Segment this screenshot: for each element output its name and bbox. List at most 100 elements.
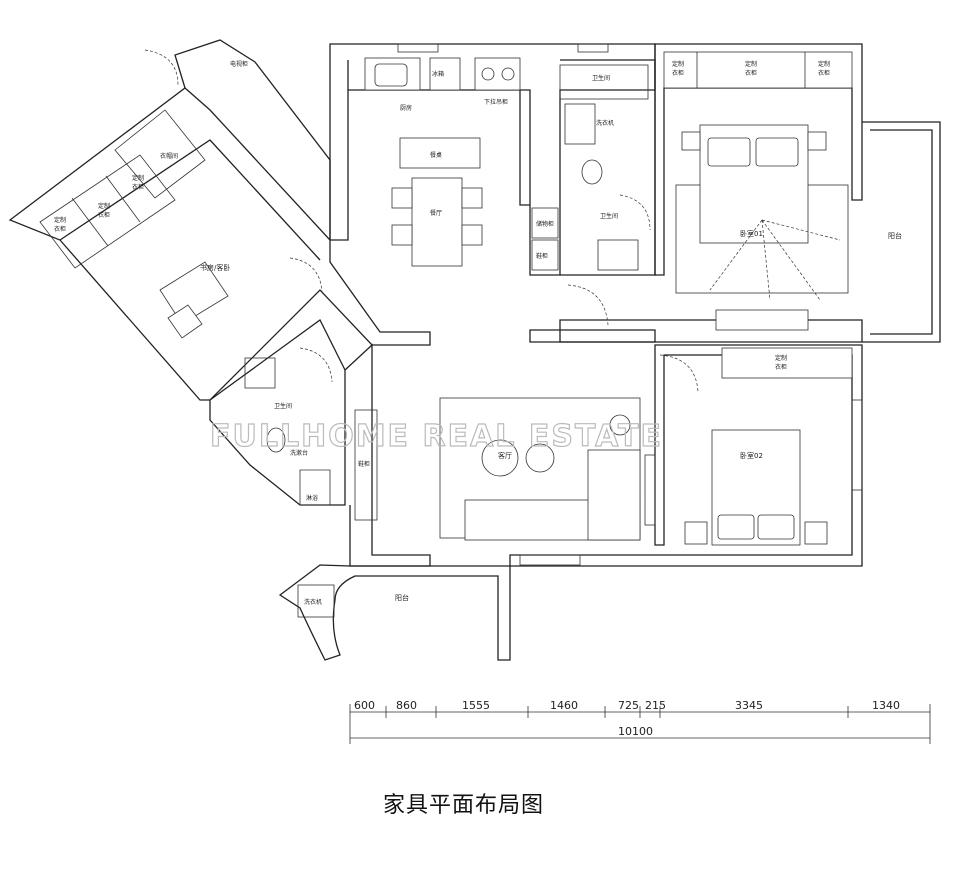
dim-seg-5: 725 (618, 699, 639, 712)
bath-cabinet (564, 103, 596, 145)
toilet-left (266, 427, 286, 453)
wardrobe-study-row (39, 154, 176, 269)
wall-kitchen-inner (347, 60, 530, 206)
label-wardrobe-sd: 衣帽间 (160, 152, 178, 160)
window-bath (577, 43, 609, 53)
dim-seg-7: 3345 (735, 699, 763, 712)
label-wardrobe-sa1: 定制 (54, 216, 66, 224)
chair-3 (461, 187, 483, 209)
label-living: 客厅 (498, 451, 512, 460)
dim-seg-2: 860 (396, 699, 417, 712)
label-wardrobe-sb2: 衣柜 (98, 211, 110, 219)
label-wardrobe-bed2-1: 定制 (775, 354, 787, 362)
nightstand-1 (681, 131, 701, 151)
burner-2 (501, 67, 515, 81)
sofa-chaise (587, 449, 641, 541)
label-laundry: 洗衣机 (304, 598, 322, 606)
label-kitchen: 厨房 (400, 104, 412, 112)
label-shower: 淋浴 (306, 494, 318, 502)
coffee-table-1 (481, 439, 519, 477)
label-bath-top: 卫生间 (592, 74, 610, 82)
shower-left (299, 469, 331, 506)
washbasin-top (597, 239, 639, 271)
door-arc-4 (619, 194, 651, 231)
wardrobe-closet (114, 109, 206, 199)
wall-corridor (529, 329, 656, 343)
pillow-2 (755, 137, 799, 167)
label-lower-cabinet: 下拉吊柜 (484, 98, 508, 106)
fridge (429, 57, 461, 91)
wardrobe-master (663, 51, 853, 89)
label-wardrobe-sb1: 定制 (98, 202, 110, 210)
toilet-top (581, 159, 603, 185)
door-arc-3 (567, 284, 609, 326)
label-tv: 电视柜 (230, 60, 248, 68)
wall-left-wing (8, 87, 431, 401)
pillow-3 (717, 514, 755, 540)
label-study: 书房/客卧 (200, 263, 230, 272)
storage-cabinet-1 (531, 207, 559, 239)
label-bath-top-2: 卫生间 (600, 212, 618, 220)
wall-bath-top (560, 59, 656, 276)
tv-cabinet-master (715, 309, 809, 331)
label-wardrobe-c1: 定制 (818, 60, 830, 68)
wall-balcony-right (862, 121, 941, 343)
label-bed2: 卧室02 (740, 451, 763, 460)
label-wardrobe-sa2: 衣柜 (54, 225, 66, 233)
label-master: 卧室01 (740, 229, 763, 238)
tv-swing-lines (709, 219, 841, 301)
label-washer: 洗衣机 (596, 119, 614, 127)
study-chair (167, 304, 203, 339)
label-wardrobe-c2: 衣柜 (818, 69, 830, 77)
label-wardrobe-a2: 衣柜 (672, 69, 684, 77)
door-arc-5 (659, 354, 699, 393)
label-bath-left: 卫生间 (274, 402, 292, 410)
dimension-line: 600 860 1555 1460 725 215 3345 1340 1010… (349, 699, 931, 744)
pillow-1 (707, 137, 751, 167)
door-arc-6 (299, 347, 333, 383)
label-wardrobe-b1: 定制 (745, 60, 757, 68)
washbasin-left (244, 357, 276, 389)
label-storage1: 储物柜 (536, 220, 554, 228)
pillow-4 (757, 514, 795, 540)
wardrobe-bed2 (721, 347, 853, 379)
floor-lamp (609, 414, 631, 436)
label-storage2: 鞋柜 (536, 252, 548, 260)
window-bed2 (851, 399, 863, 491)
door-arc-1 (144, 49, 179, 86)
plan-title: 家具平面布局图 (383, 793, 544, 818)
label-balcony-bottom: 阳台 (395, 593, 409, 602)
chair-2 (391, 224, 413, 246)
study-desk (159, 261, 229, 325)
label-entry: 鞋柜 (358, 460, 370, 468)
dim-seg-8: 1340 (872, 699, 900, 712)
washer-bottom (297, 584, 335, 618)
chair-1 (391, 187, 413, 209)
watermark: FULLHOME REAL ESTATE (210, 419, 663, 454)
label-wardrobe-sc2: 衣柜 (132, 183, 144, 191)
window-kitchen (397, 43, 439, 53)
wall-master-lower (559, 319, 863, 343)
burner-1 (481, 67, 495, 81)
dim-seg-6: 215 (645, 699, 666, 712)
wall-living (344, 343, 431, 567)
dim-total: 10100 (618, 725, 653, 738)
label-balcony-right: 阳台 (888, 231, 902, 240)
bathtub (559, 64, 649, 100)
nightstand-2 (807, 131, 827, 151)
storage-cabinet-2 (531, 239, 559, 271)
bed2-desk (644, 454, 656, 526)
wall-study-divider (59, 139, 321, 261)
shoe-cabinet (354, 409, 378, 521)
kitchen-sink (374, 63, 408, 87)
kitchen-island (399, 137, 481, 169)
wall-left-wing-top (174, 39, 331, 240)
nightstand-3 (684, 521, 708, 545)
label-wash-left: 洗漱台 (290, 449, 308, 457)
window-living (519, 554, 581, 566)
dim-seg-1: 600 (354, 699, 375, 712)
dining-table (411, 177, 463, 267)
dim-seg-3: 1555 (462, 699, 490, 712)
